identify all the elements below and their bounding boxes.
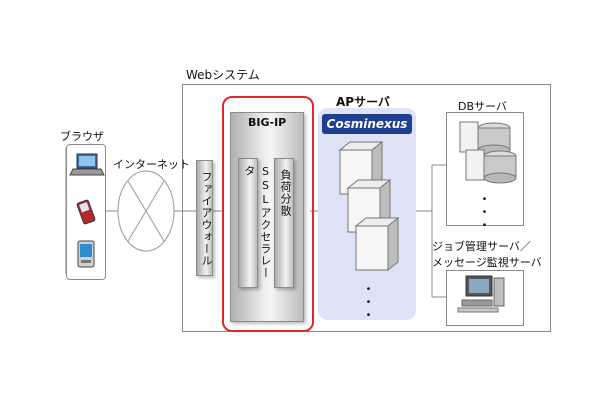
web-system-label: Webシステム xyxy=(186,68,260,82)
ssl-accelerator-block: SSLアクセラレータ xyxy=(238,158,272,288)
mobile-phone-icon xyxy=(76,199,96,225)
bigip-frame xyxy=(222,96,314,332)
internet-label: インターネット xyxy=(113,158,190,171)
firewall-block: ファイアウォール xyxy=(196,160,213,276)
web-system-box xyxy=(182,84,551,332)
ssl-accelerator-label: SSLアクセラレータ xyxy=(243,165,272,279)
firewall-label: ファイアウォール xyxy=(200,171,213,267)
server-tower-3 xyxy=(354,216,400,272)
cosminexus-logo: Cosminexus xyxy=(322,114,412,134)
browser-label: ブラウザ xyxy=(60,130,104,143)
job-server-label-line1: ジョブ管理サーバ／ xyxy=(432,240,531,253)
db-server-label: DBサーバ xyxy=(458,100,507,113)
cosminexus-logo-text: Cosminexus xyxy=(326,117,408,131)
load-balancer-label: 負荷分散 xyxy=(279,169,292,217)
job-server-label-line2: メッセージ監視サーバ xyxy=(432,256,542,269)
bigip-label: BIG-IP xyxy=(248,116,287,129)
browser-group xyxy=(66,144,106,280)
ap-server-label: APサーバ xyxy=(336,95,390,109)
laptop-icon xyxy=(69,153,105,176)
job-server-group xyxy=(446,270,524,326)
pda-icon xyxy=(77,240,95,268)
load-balancer-block: 負荷分散 xyxy=(274,158,294,288)
db-unit-1 xyxy=(459,121,511,156)
db-unit-2 xyxy=(465,149,517,184)
